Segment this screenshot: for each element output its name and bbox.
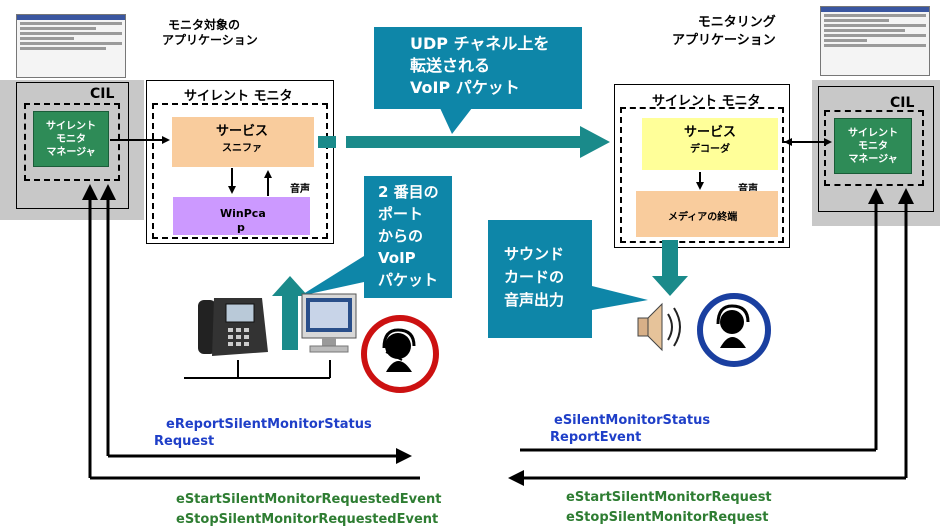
winpcap-box: WinPca p — [173, 197, 310, 235]
requested-events-label: eStartSilentMonitorRequestedEvent eStopS… — [176, 492, 442, 527]
left-manager-dashed-frame — [24, 103, 120, 181]
report-request-head — [396, 448, 412, 464]
right-silent-monitor-box — [614, 84, 790, 248]
decoder-service-title: サービス — [684, 125, 737, 140]
right-loop-outer-head — [898, 188, 914, 204]
sniffer-service-subtitle: スニファ — [222, 143, 262, 154]
winpcap-label-wrap: p — [237, 221, 245, 234]
udp-arrow-stub — [318, 136, 336, 148]
left-app-caption: モニタ対象の アプリケーション — [162, 18, 258, 47]
start-stop-request-head — [508, 470, 524, 486]
udp-packet-arrow — [346, 126, 610, 158]
sniffer-service-box: サービス スニファ — [172, 117, 314, 167]
phone-to-winpcap-arrow — [272, 276, 308, 350]
right-manager-dashed-frame — [824, 110, 924, 186]
soundcard-callout: サウンド カードの 音声出力 — [488, 220, 592, 338]
left-loop-outer-head — [82, 184, 98, 200]
ip-phone-icon — [198, 298, 268, 356]
right-app-screenshot-icon — [820, 6, 930, 76]
second-port-callout-tail — [300, 256, 364, 296]
right-loop-inner-head — [868, 188, 884, 204]
supervisor-headset-icon — [697, 293, 771, 367]
decoder-service-box: サービス デコーダ — [642, 118, 778, 170]
left-silent-monitor-manager: サイレント モニタ マネージャ — [33, 111, 109, 167]
udp-callout: UDP チャネル上を 転送される VoIP パケット — [374, 27, 582, 109]
left-loop-inner-head — [100, 184, 116, 200]
right-silent-monitor-title: サイレント モニタ — [652, 94, 761, 109]
left-silent-monitor-title: サイレント モニタ — [184, 89, 293, 104]
media-to-speaker-arrow — [652, 240, 688, 296]
speaker-icon — [637, 302, 681, 352]
right-audio-label: 音声 — [738, 184, 758, 195]
soundcard-callout-tail — [592, 286, 648, 310]
report-status-request-label: eReportSilentMonitorStatus Request — [154, 417, 372, 449]
left-silent-monitor-box — [146, 80, 334, 244]
right-monitor-dashed-frame — [620, 107, 784, 243]
left-monitor-dashed-frame — [152, 103, 328, 239]
udp-callout-tail — [440, 108, 472, 134]
computer-monitor-icon — [301, 293, 357, 353]
left-app-screenshot-icon — [16, 14, 126, 78]
media-termination-label: メディアの終端 — [668, 212, 738, 223]
right-silent-monitor-manager: サイレント モニタ マネージャ — [834, 118, 912, 174]
request-events-label: eStartSilentMonitorRequest eStopSilentMo… — [566, 490, 772, 525]
left-cil-label: CIL — [90, 86, 115, 102]
media-termination-box: メディアの終端 — [636, 191, 778, 237]
sniffer-service-title: サービス — [216, 124, 269, 139]
status-report-event-label: eSilentMonitorStatus ReportEvent — [550, 413, 711, 445]
right-cil-label: CIL — [890, 95, 915, 111]
winpcap-label: WinPca — [220, 207, 266, 220]
left-audio-label: 音声 — [290, 184, 310, 195]
second-port-callout: 2 番目の ポート からの VoIP パケット — [364, 176, 452, 298]
decoder-service-subtitle: デコーダ — [690, 144, 730, 155]
agent-headset-icon — [361, 315, 439, 393]
right-app-caption: モニタリング アプリケーション — [672, 15, 776, 48]
